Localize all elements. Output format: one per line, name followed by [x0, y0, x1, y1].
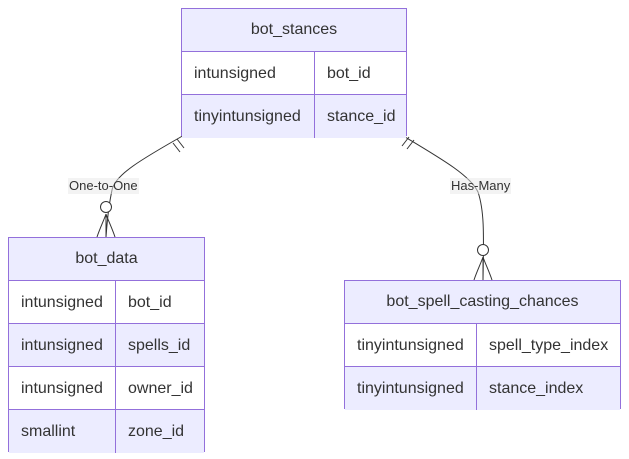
cardinality-bar	[406, 139, 415, 150]
cardinality-circle	[100, 201, 112, 213]
relationship-label-has-many: Has-Many	[450, 178, 512, 194]
cardinality-crowfoot	[96, 213, 116, 238]
cardinality-circle	[477, 244, 489, 256]
attribute-name: spells_id	[128, 337, 191, 354]
relationship-line-has-many	[399, 133, 484, 281]
attribute-row: smallint zone_id	[9, 410, 204, 453]
attribute-name: stance_index	[489, 380, 584, 397]
cardinality-bar	[176, 138, 185, 149]
attribute-name: spell_type_index	[489, 337, 609, 354]
entity-title: bot_data	[9, 238, 204, 281]
relationship-label-one-to-one: One-to-One	[68, 178, 139, 194]
cardinality-bar	[401, 136, 410, 147]
cardinality-bar	[172, 142, 181, 153]
attribute-type: intunsigned	[9, 324, 116, 366]
attribute-row: tinyintunsigned stance_id	[182, 95, 406, 138]
attribute-row: tinyintunsigned spell_type_index	[345, 324, 620, 367]
entity-title: bot_spell_casting_chances	[345, 281, 620, 324]
attribute-name: bot_id	[128, 294, 172, 311]
attribute-type: intunsigned	[182, 52, 315, 94]
attribute-name: stance_id	[327, 108, 396, 125]
entity-bot-data[interactable]: bot_data intunsigned bot_id intunsigned …	[8, 237, 205, 453]
entity-bot-stances[interactable]: bot_stances intunsigned bot_id tinyintun…	[181, 8, 407, 138]
attribute-type: smallint	[9, 410, 116, 453]
entity-title: bot_stances	[182, 9, 406, 52]
attribute-name: owner_id	[128, 380, 193, 397]
attribute-row: tinyintunsigned stance_index	[345, 367, 620, 410]
entity-bot-spell-casting-chances[interactable]: bot_spell_casting_chances tinyintunsigne…	[344, 280, 621, 410]
attribute-row: intunsigned spells_id	[9, 324, 204, 367]
attribute-type: intunsigned	[9, 281, 116, 323]
attribute-name: bot_id	[327, 65, 371, 82]
attribute-row: intunsigned bot_id	[9, 281, 204, 324]
attribute-type: tinyintunsigned	[182, 95, 315, 138]
attribute-row: intunsigned bot_id	[182, 52, 406, 95]
attribute-name: zone_id	[128, 423, 185, 440]
attribute-type: intunsigned	[9, 367, 116, 409]
attribute-type: tinyintunsigned	[345, 367, 477, 410]
attribute-type: tinyintunsigned	[345, 324, 477, 366]
cardinality-crowfoot	[473, 256, 493, 281]
attribute-row: intunsigned owner_id	[9, 367, 204, 410]
